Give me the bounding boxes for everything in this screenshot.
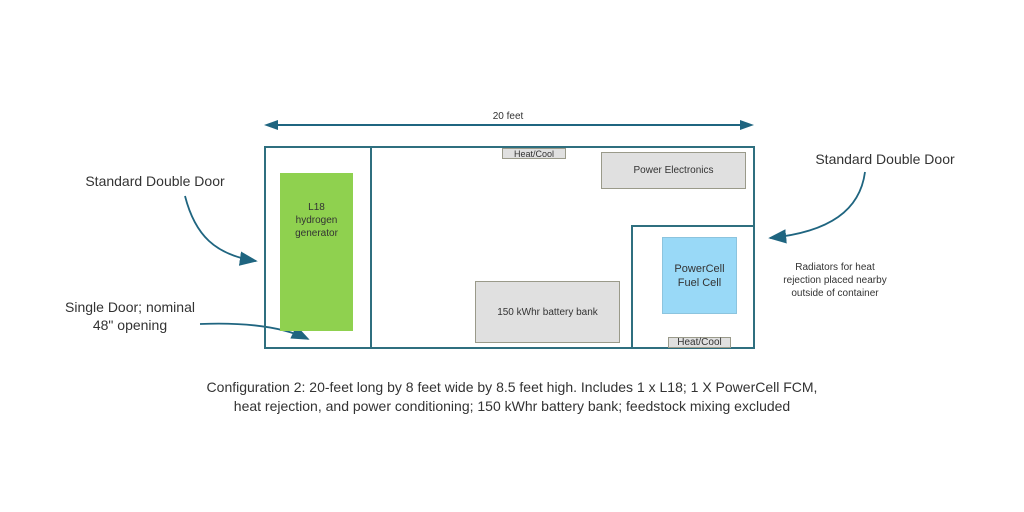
battery-bank: 150 kWhr battery bank — [475, 281, 620, 343]
heat-cool-bottom: Heat/Cool — [668, 337, 731, 348]
left-double-door-label: Standard Double Door — [85, 173, 225, 189]
single-door-label: Single Door; nominal 48" opening — [65, 299, 195, 333]
left-double-door-arrow — [184, 195, 258, 266]
dimension-arrow — [264, 120, 754, 130]
fuel-cell-room-wall — [631, 225, 755, 349]
radiators-note: Radiators for heat rejection placed near… — [783, 262, 887, 299]
caption-line-2: heat rejection, and power conditioning; … — [233, 398, 791, 414]
caption-line-1: Configuration 2: 20-feet long by 8 feet … — [206, 379, 818, 395]
power-electronics: Power Electronics — [601, 152, 746, 189]
arrow-right-head — [740, 120, 754, 130]
l18-hydrogen-generator: L18 hydrogen generator — [280, 173, 353, 331]
generator-room-wall — [370, 146, 372, 349]
powercell-fuel-cell: PowerCell Fuel Cell — [662, 237, 737, 314]
heat-cool-top: Heat/Cool — [502, 148, 566, 159]
right-double-door-arrow — [768, 171, 866, 244]
dimension-label: 20 feet — [492, 111, 524, 122]
right-double-door-label: Standard Double Door — [815, 151, 955, 167]
arrow-left-head — [264, 120, 278, 130]
container-outline — [264, 146, 755, 349]
